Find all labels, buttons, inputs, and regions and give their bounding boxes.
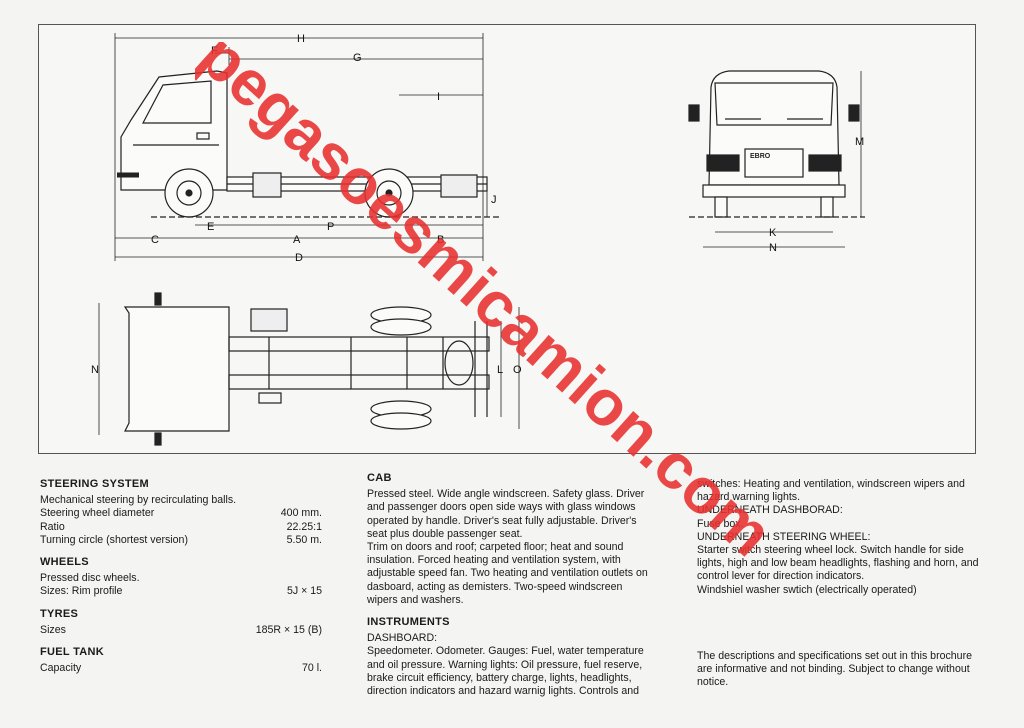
- underneath-dashboard-title: UNDERNEATH DASHBORAD:: [697, 504, 843, 517]
- tyres-title: TYRES: [40, 607, 79, 620]
- spec-label: Turning circle (shortest version): [40, 533, 188, 546]
- dim-label-g: G: [353, 52, 362, 64]
- drawing-frame: H F G I J E P C A B D M K N N L O EBRO: [38, 24, 976, 454]
- spec-label: Sizes: [40, 623, 66, 636]
- spec-value: 22.25:1: [286, 520, 322, 533]
- fuel-title: FUEL TANK: [40, 646, 105, 659]
- specs-column-1: STEERING SYSTEM Mechanical steering by r…: [40, 478, 322, 684]
- underneath-wheel-text: Starter switch steering wheel lock. Swit…: [697, 544, 979, 583]
- spec-label: Steering wheel diameter: [40, 507, 155, 520]
- dim-label-j: J: [491, 194, 497, 206]
- front-view: [688, 70, 865, 248]
- side-view: [114, 33, 499, 261]
- disclaimer-text: The descriptions and specifications set …: [697, 649, 972, 689]
- underneath-dashboard-text: Fuse box.: [697, 517, 744, 530]
- washer-text: Windshiel washer swtich (electrically op…: [697, 583, 917, 596]
- wheels-title: WHEELS: [40, 556, 89, 569]
- dim-label-k: K: [769, 227, 777, 239]
- steering-title: STEERING SYSTEM: [40, 478, 150, 490]
- switches-text: switches: Heating and ventilation, winds…: [697, 478, 965, 504]
- spec-label: Ratio: [40, 520, 65, 533]
- tyres-section: TYRES Sizes 185R × 15 (B): [40, 608, 322, 637]
- spec-label: Capacity: [40, 662, 82, 675]
- cab-badge: EBRO: [750, 153, 771, 160]
- spec-row: Capacity 70 l.: [40, 662, 322, 675]
- technical-drawing: H F G I J E P C A B D M K N N L O EBRO: [91, 33, 865, 446]
- spec-row: Sizes 185R × 15 (B): [40, 624, 322, 637]
- cab-section: CAB Pressed steel. Wide angle windscreen…: [367, 472, 649, 607]
- cab-title: CAB: [367, 472, 392, 484]
- underneath-wheel-title: UNDERNEATH STEERING WHEEL:: [697, 530, 871, 543]
- instruments-section: INSTRUMENTS DASHBOARD: Speedometer. Odom…: [367, 616, 649, 698]
- dashboard-text: Speedometer. Odometer. Gauges: Fuel, wat…: [367, 645, 644, 698]
- dim-label-e: E: [207, 221, 214, 233]
- spec-row: Steering wheel diameter 400 mm.: [40, 507, 322, 520]
- steering-intro: Mechanical steering by recirculating bal…: [40, 494, 237, 507]
- instruments-title: INSTRUMENTS: [367, 616, 450, 629]
- steering-section: STEERING SYSTEM Mechanical steering by r…: [40, 478, 322, 547]
- dim-label-n-top: N: [91, 364, 99, 376]
- top-view: [98, 292, 520, 446]
- dim-label-b: B: [437, 234, 444, 246]
- dim-label-m: M: [855, 136, 864, 148]
- dim-label-o: O: [513, 364, 522, 376]
- dim-label-a: A: [293, 234, 301, 246]
- wheels-intro: Pressed disc wheels.: [40, 572, 140, 585]
- spec-value: 70 l.: [301, 662, 322, 675]
- cab-text: Pressed steel. Wide angle windscreen. Sa…: [367, 488, 645, 540]
- spec-row: Turning circle (shortest version) 5.50 m.: [40, 534, 322, 547]
- dim-label-l: L: [497, 364, 503, 376]
- cab-text-2: Trim on doors and roof; carpeted floor; …: [367, 541, 648, 606]
- dim-label-d: D: [295, 252, 303, 264]
- dashboard-title: DASHBOARD:: [367, 632, 438, 645]
- wheels-section: WHEELS Pressed disc wheels. Sizes: Rim p…: [40, 556, 322, 599]
- spec-row: Sizes: Rim profile 5J × 15: [40, 585, 322, 598]
- dim-label-p: P: [327, 221, 334, 233]
- dim-label-c: C: [151, 234, 159, 246]
- dim-label-h: H: [297, 33, 305, 45]
- spec-value: 185R × 15 (B): [255, 623, 322, 636]
- spec-value: 400 mm.: [280, 507, 322, 520]
- spec-row: Ratio 22.25:1: [40, 521, 322, 534]
- dim-label-f: F: [211, 45, 218, 57]
- spec-value: 5.50 m.: [286, 533, 322, 546]
- dim-label-n-front: N: [769, 242, 777, 254]
- specs-column-3: switches: Heating and ventilation, winds…: [697, 478, 979, 689]
- spec-value: 5J × 15: [286, 585, 322, 598]
- fuel-section: FUEL TANK Capacity 70 l.: [40, 646, 322, 675]
- dim-label-i: I: [437, 91, 440, 103]
- specs-column-2: CAB Pressed steel. Wide angle windscreen…: [367, 472, 649, 707]
- spec-label: Sizes: Rim profile: [40, 585, 123, 598]
